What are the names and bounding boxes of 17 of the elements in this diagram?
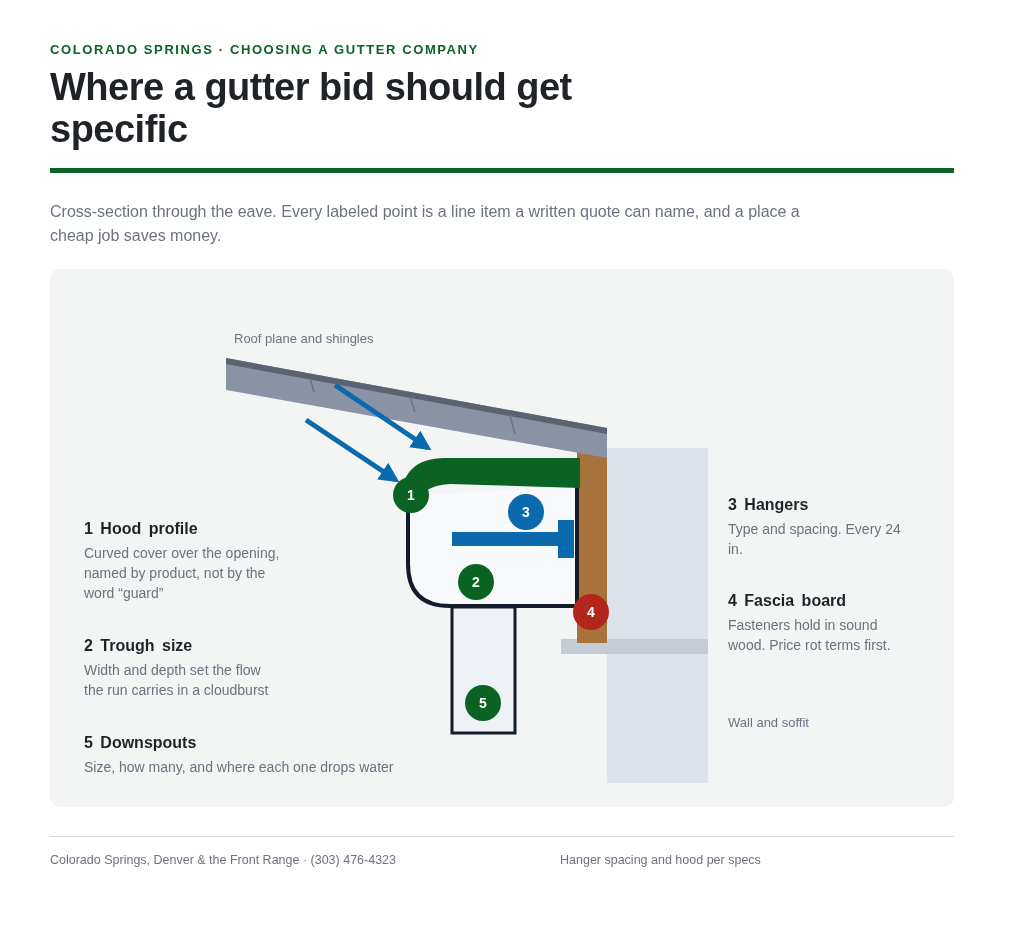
- callout-description: Fasteners hold in sound wood. Price rot terms first.: [728, 616, 892, 655]
- callout-description: Curved cover over the opening, named by product, not by the word “guard”: [84, 544, 281, 603]
- callout-heading: 1 Hood profile: [84, 520, 198, 538]
- callout-heading: 2 Trough size: [84, 637, 193, 655]
- callout-description: Width and depth set the flow the run carries in a cloudburst: [84, 661, 270, 700]
- title: Where a gutter bid should get specific: [50, 66, 573, 150]
- footer-text: Colorado Springs, Denver & the Front Range · (303) 476-4323: [50, 852, 398, 869]
- callout-heading: 3 Hangers: [728, 496, 809, 514]
- part-label: Roof plane and shingles: [234, 331, 374, 346]
- part-label: Wall and soffit: [728, 715, 809, 730]
- callout-heading: 4 Fascia board: [728, 592, 847, 610]
- footer-text: Hanger spacing and hood per specs: [560, 852, 761, 869]
- kicker-heading: COLORADO SPRINGS · CHOOSING A GUTTER COMPANY: [50, 42, 479, 57]
- callout-description: Size, how many, and where each one drops water: [84, 758, 395, 777]
- callout-heading: 5 Downspouts: [84, 734, 197, 752]
- callout-description: Type and spacing. Every 24 in.: [728, 520, 902, 559]
- caption: Cross-section through the eave. Every labeled point is a line item a written quote can name, and a place a cheap job saves money.: [50, 202, 801, 246]
